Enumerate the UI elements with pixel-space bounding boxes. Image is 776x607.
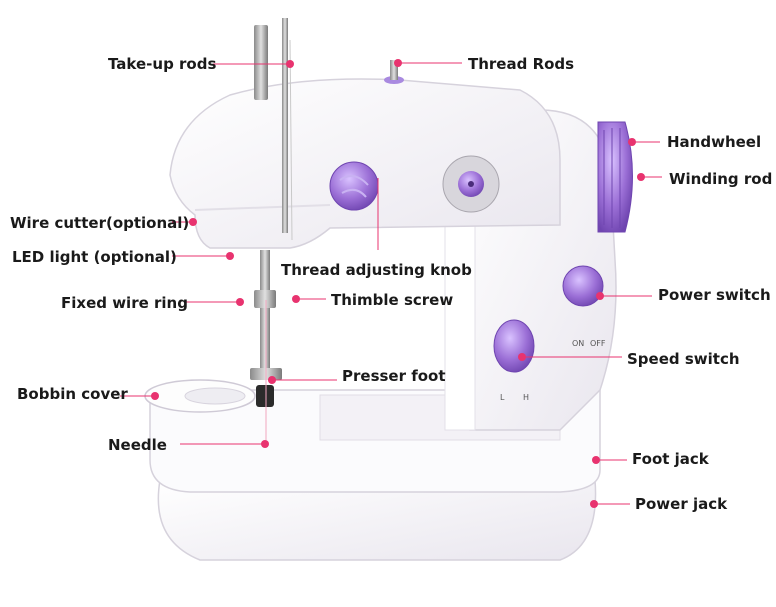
machine-arm: [169, 78, 561, 249]
label-thread-rods: Thread Rods: [468, 55, 575, 73]
label-take-up-rods: Take-up rods: [108, 55, 217, 73]
label-bobbin-cover: Bobbin cover: [17, 385, 128, 403]
power-off-mark: OFF: [590, 339, 606, 348]
label-fixed-wire-ring: Fixed wire ring: [61, 294, 188, 312]
label-handwheel: Handwheel: [667, 133, 762, 151]
label-thread-adjusting-knob: Thread adjusting knob: [281, 261, 472, 279]
label-winding-rod: Winding rod: [669, 170, 773, 188]
label-wire-cutter: Wire cutter(optional): [10, 214, 190, 232]
label-power-jack: Power jack: [635, 495, 728, 513]
needle-assembly: [250, 250, 282, 440]
speed-high-mark: H: [523, 393, 529, 402]
label-speed-switch: Speed switch: [627, 350, 740, 368]
leader-lines: [120, 62, 662, 505]
power-on-mark: ON: [572, 339, 584, 348]
machine-markings: ON OFF L H: [500, 339, 606, 402]
handwheel: [597, 121, 633, 233]
tension-dial: [442, 155, 500, 213]
take-up-rods: [254, 18, 293, 241]
power-switch: [562, 265, 604, 307]
thread-adjusting-knob: [329, 161, 379, 211]
label-needle: Needle: [108, 436, 167, 454]
speed-switch: [493, 319, 535, 373]
label-thimble-screw: Thimble screw: [331, 291, 454, 309]
bobbin-cover: [144, 379, 256, 413]
anchor-dots: [151, 59, 645, 508]
label-foot-jack: Foot jack: [632, 450, 709, 468]
label-presser-foot: Presser foot: [342, 367, 446, 385]
label-power-switch: Power switch: [658, 286, 771, 304]
speed-low-mark: L: [500, 393, 505, 402]
label-led-light: LED light (optional): [12, 248, 177, 266]
thread-rod: [384, 60, 404, 84]
